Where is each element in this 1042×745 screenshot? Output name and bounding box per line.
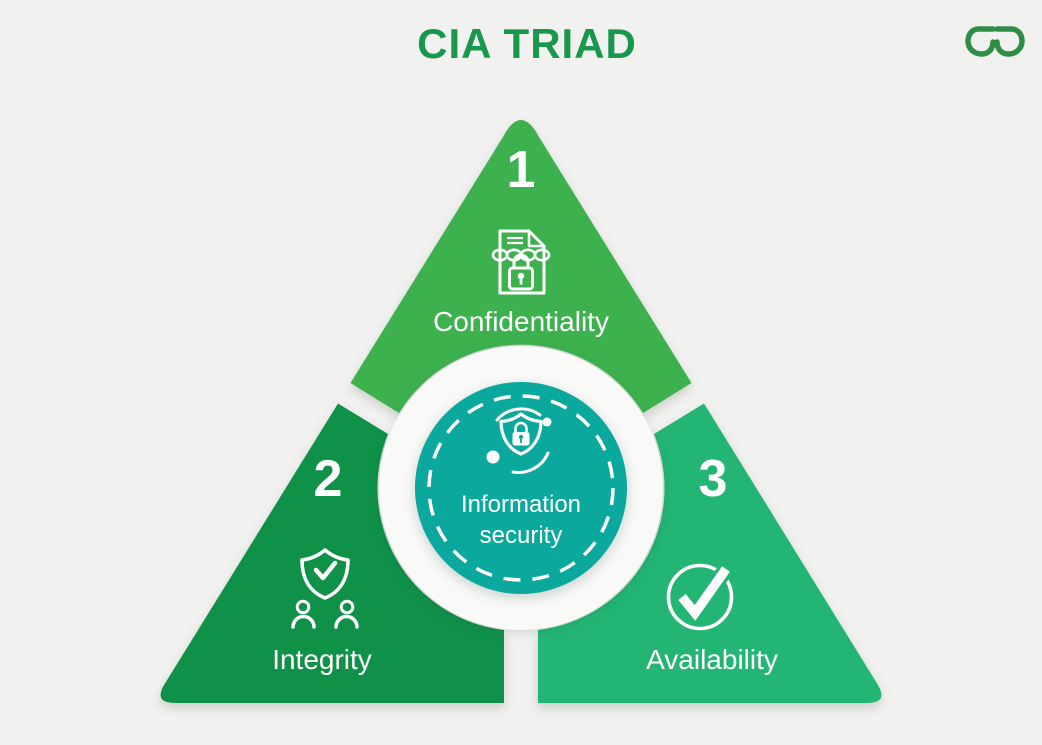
dashed-ring (427, 394, 615, 582)
document-chain-lock-icon (491, 229, 551, 295)
information-security-circle (415, 382, 627, 594)
section-number-2: 2 (313, 450, 343, 508)
information-security-label: Information security (461, 489, 581, 551)
geeksforgeeks-logo-icon (965, 26, 1025, 57)
information-security-label-line2: security (479, 522, 563, 549)
integrity-label: Integrity (272, 644, 372, 675)
availability-section-shape (538, 403, 882, 703)
shield-check-people-icon (291, 548, 359, 629)
availability-label: Availability (646, 644, 778, 675)
page-title: CIA TRIAD (417, 20, 637, 67)
shield-lock-orbit-icon (486, 407, 552, 474)
confidentiality-label: Confidentiality (433, 306, 609, 337)
section-number-3: 3 (698, 450, 728, 508)
information-security-label-line1: Information (460, 491, 582, 518)
circle-check-icon (666, 563, 734, 631)
section-number-1: 1 (506, 141, 536, 199)
